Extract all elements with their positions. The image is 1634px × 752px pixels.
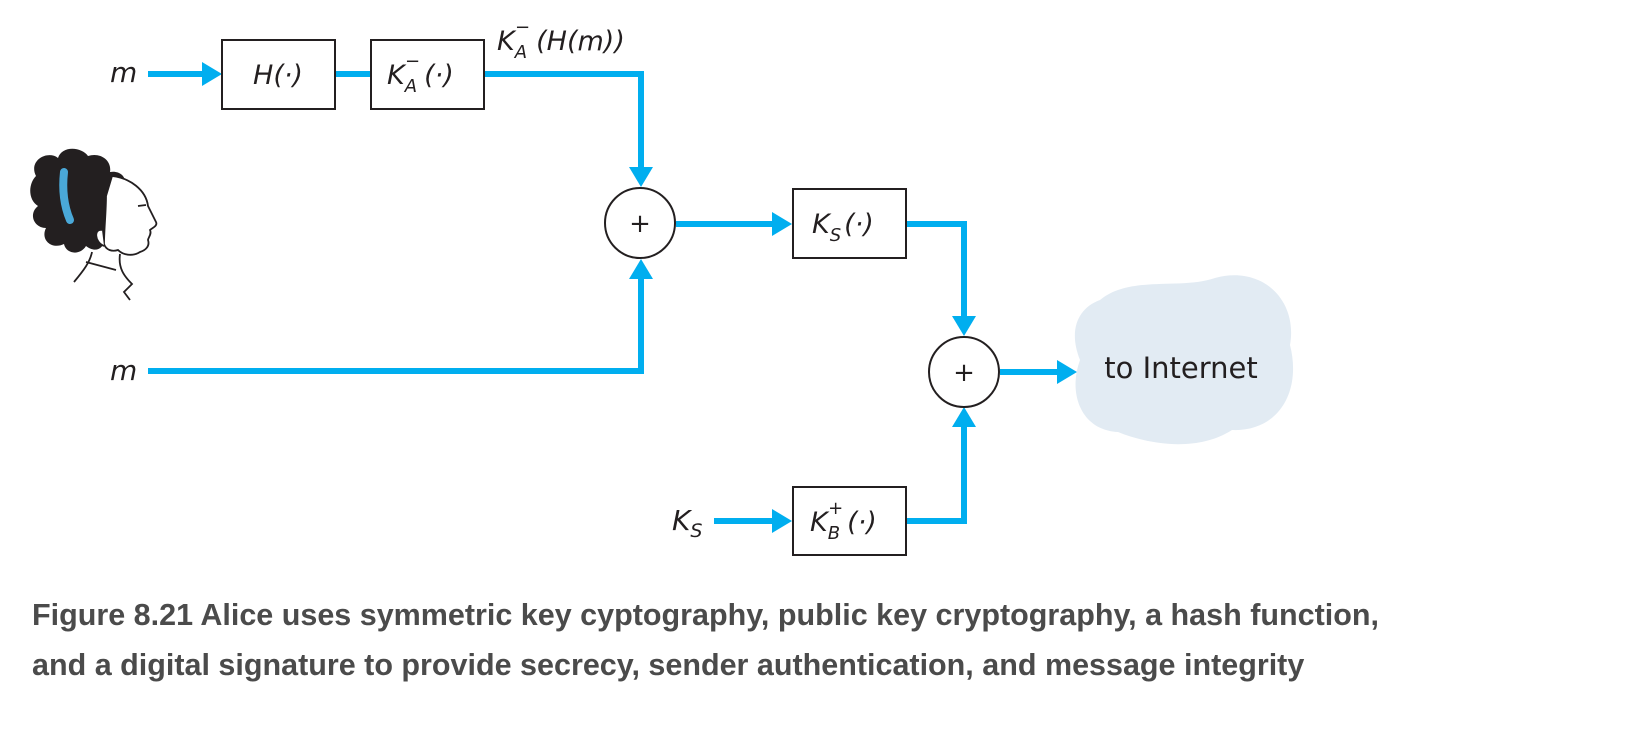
cloud-label: to Internet: [1104, 351, 1257, 385]
message-input-top: m: [110, 56, 137, 89]
message-input-bottom: m: [110, 354, 137, 387]
concat-operator-2: +: [928, 336, 1000, 408]
concat-operator-2-label: +: [953, 358, 975, 388]
alice-avatar: [30, 148, 158, 301]
hash-function-label: H(·): [253, 60, 303, 91]
signature-label: KA−(H(m)): [497, 17, 625, 63]
session-key-input: KS: [672, 504, 702, 542]
hash-function-box: H(·): [221, 39, 336, 110]
concat-operator-1: +: [604, 187, 676, 259]
flow-lines: [148, 62, 1077, 533]
concat-operator-1-label: +: [629, 209, 651, 239]
private-key-box: KA−(·): [370, 39, 485, 110]
caption-line-2: and a digital signature to provide secre…: [32, 648, 1305, 682]
figure-caption: Figure 8.21 Alice uses symmetric key cyp…: [32, 590, 1622, 690]
public-key-b-label: KB+(·): [810, 498, 877, 544]
secure-email-diagram: to Internet m m: [30, 17, 1294, 556]
private-key-label: KA−(·): [387, 51, 454, 97]
session-key-box: KS(·): [792, 188, 907, 259]
caption-line-1: Figure 8.21 Alice uses symmetric key cyp…: [32, 598, 1379, 632]
session-key-label: KS(·): [812, 209, 874, 246]
public-key-b-box: KB+(·): [792, 486, 907, 556]
internet-cloud: [1074, 275, 1294, 445]
